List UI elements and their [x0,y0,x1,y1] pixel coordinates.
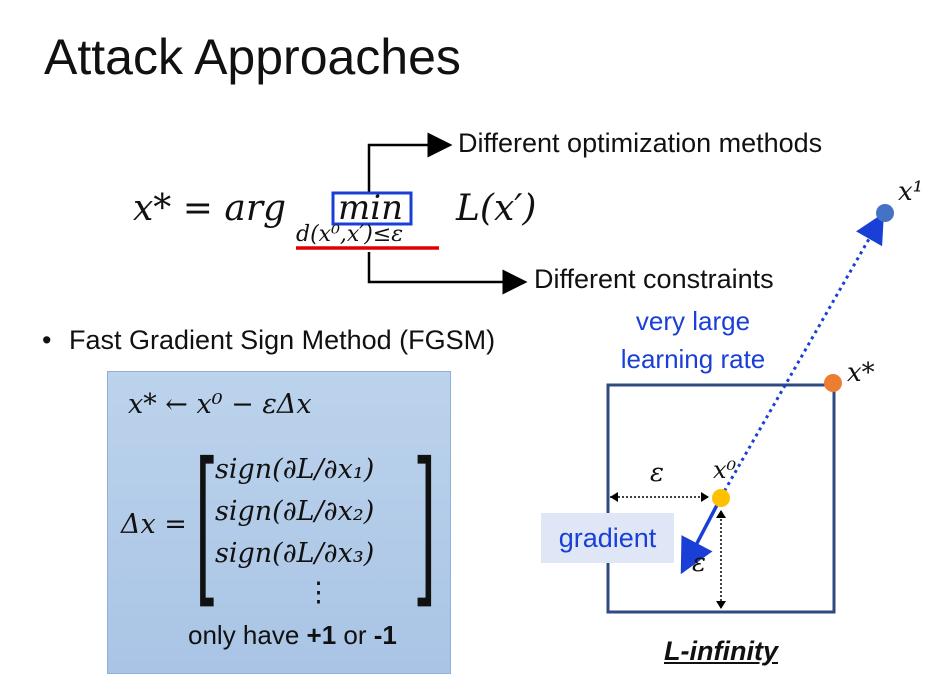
delta-lhs: Δx = [121,509,187,540]
x1-label: x¹ [898,177,924,207]
sign-row-3: sign(∂L/∂x₃) [215,538,375,569]
fgsm-bullet: Fast Gradient Sign Method (FGSM) [69,325,496,355]
vertical-dots: ⋮ [305,577,332,608]
formula-loss: L(x′) [456,188,537,229]
annotation-optimization: Different optimization methods [458,128,823,158]
epsilon-v-top-head [716,510,726,518]
annotation-constraints: Different constraints [534,264,774,294]
formula-min: min [338,188,404,228]
epsilon-v-bottom-head [716,601,726,609]
fgsm-formula-box [107,371,451,674]
note-minus: -1 [373,620,397,650]
min-highlight-box [331,191,413,226]
formula-constraint: d(x⁰,x′)≤ε [296,222,404,247]
l-infinity-square [606,383,836,614]
xstar-point [824,374,842,392]
left-bracket: [ [195,427,219,625]
bullet-marker: • [42,325,52,355]
x0-point [712,489,730,507]
sign-row-2: sign(∂L/∂x₂) [215,496,375,527]
large-lr-line1: very large [635,306,751,336]
x0-label: x⁰ [713,456,737,484]
x1-point [876,204,894,222]
epsilon-v-label: ε [692,548,706,578]
epsilon-h-right-head [701,492,709,502]
note-plus: +1 [306,620,337,650]
l-infinity-caption: L-infinity [664,636,778,666]
large-step-arrow [719,212,884,498]
epsilon-h-label: ε [650,458,664,488]
update-rule: x* ← x⁰ − εΔx [128,389,312,420]
note-mid: or [336,620,374,650]
note-prefix: only have [188,620,307,650]
sign-row-1: sign(∂L/∂x₁) [215,454,375,485]
gradient-label: gradient [541,513,674,563]
slide-title: Attack Approaches [44,29,461,85]
xstar-label: x* [847,358,875,388]
right-bracket: ] [413,427,437,625]
large-lr-line2: learning rate [620,344,766,374]
gradient-arrow [680,504,719,575]
epsilon-h-left-head [610,492,618,502]
constraint-connector [367,252,528,295]
sign-note: only have +1 or -1 [188,620,397,651]
formula-lhs: x* = arg [133,188,287,229]
optimization-connector [367,132,453,193]
